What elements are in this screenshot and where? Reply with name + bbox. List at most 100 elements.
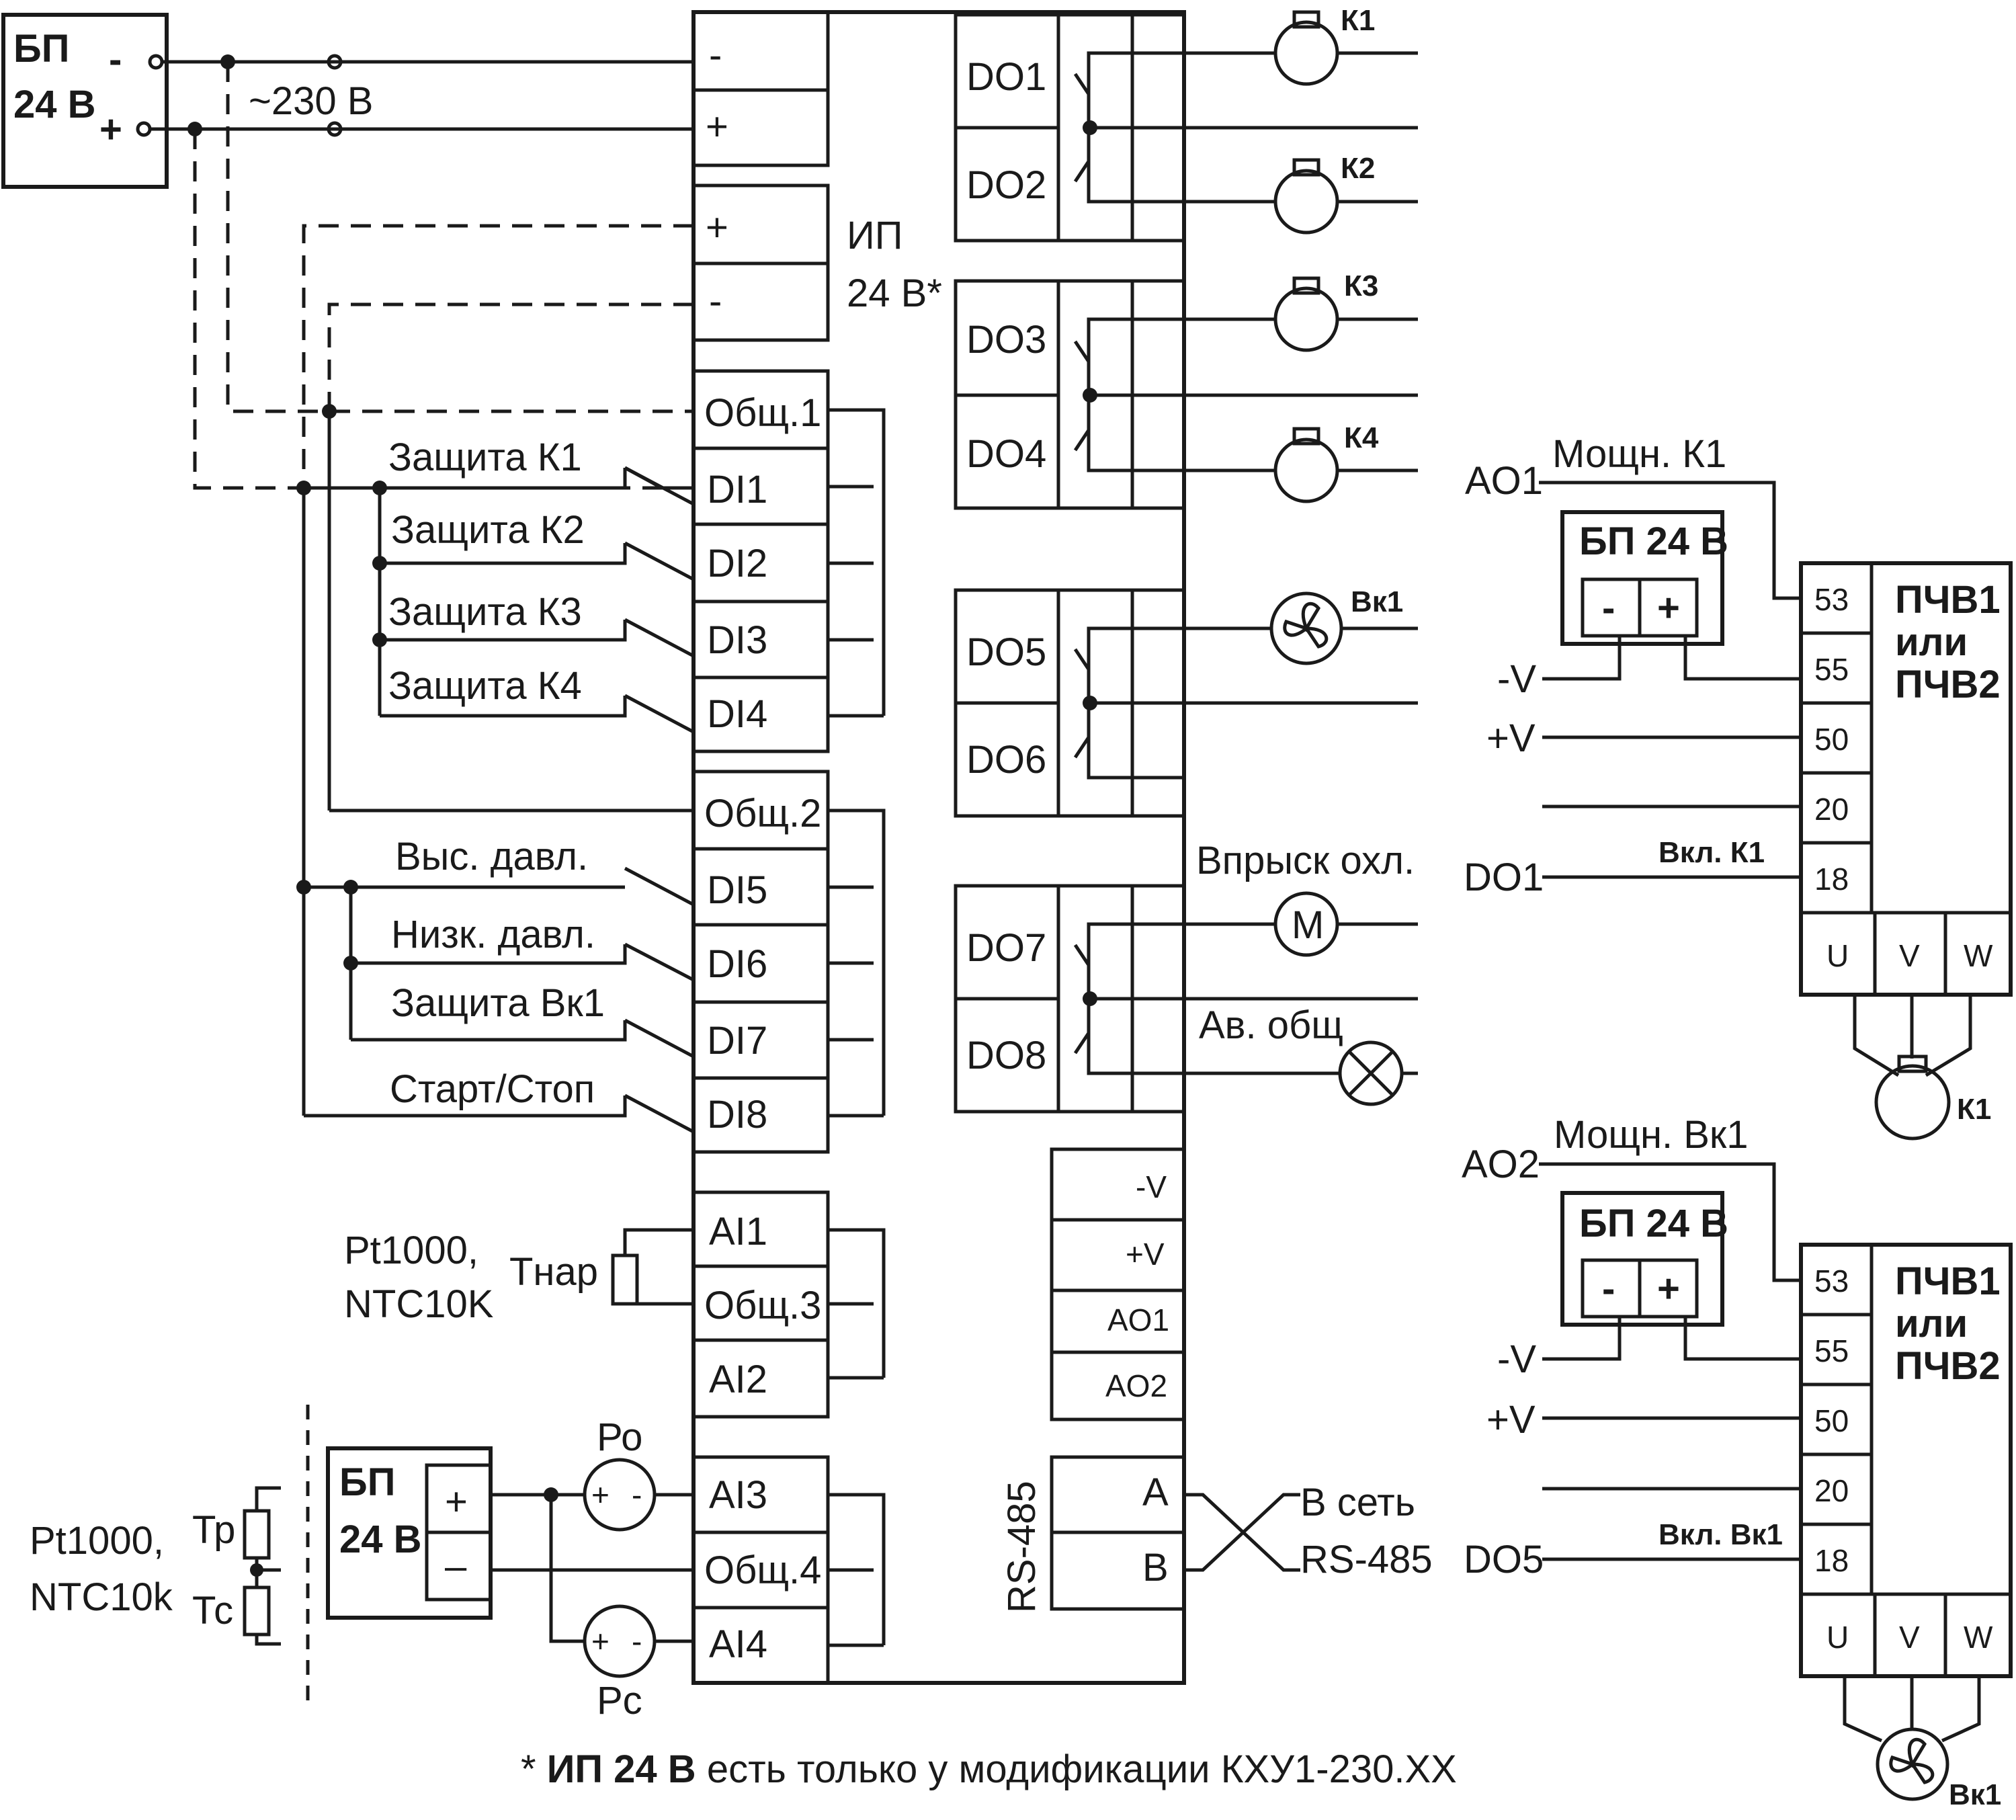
relay-do3: DO3 <box>966 318 1046 362</box>
vfd1-psu-plus: + <box>1657 586 1680 630</box>
main-psu-minus: - <box>109 38 122 81</box>
vfd1-title2: или <box>1895 620 1968 664</box>
injection-label: Впрыск охл. <box>1196 839 1415 882</box>
footnote: * ИП 24 В есть только у модификации КХУ1… <box>521 1747 1457 1791</box>
vfd1-psu-minus: - <box>1602 586 1615 630</box>
vfd1-enable-label: Вкл. К1 <box>1658 836 1765 869</box>
rs485-net-line1: В сеть <box>1300 1481 1415 1524</box>
rs485-label: RS-485 <box>1000 1481 1044 1613</box>
power-minus-terminal: - <box>709 34 722 77</box>
terminal-com4: Общ.4 <box>704 1548 821 1592</box>
terminal-ai1: AI1 <box>709 1210 767 1253</box>
ip-label: ИП <box>847 214 902 257</box>
vfd1-motor-icon <box>1874 1064 1951 1141</box>
rs485-b: B <box>1142 1546 1169 1589</box>
footnote-bold: ИП 24 В <box>547 1747 696 1791</box>
vfd1-minus-v: -V <box>1497 657 1536 701</box>
vfd2-phase-u: U <box>1826 1620 1849 1655</box>
relay-do4: DO4 <box>966 432 1046 476</box>
outdoor-sensor: Pt1000, NTC10K Тнар <box>344 1228 694 1326</box>
footnote-star: * <box>521 1747 547 1791</box>
terminal-com1: Общ.1 <box>704 391 821 435</box>
vfd2-title3: ПЧВ2 <box>1895 1344 2001 1388</box>
terminal-di7: DI7 <box>707 1019 767 1063</box>
vfd1-title3: ПЧВ2 <box>1895 663 2001 706</box>
main-psu: БП 24 В - + <box>1 13 169 189</box>
vfd2-t18: 18 <box>1814 1543 1849 1578</box>
main-psu-voltage: 24 В <box>13 83 96 126</box>
terminal-di6: DI6 <box>707 942 767 986</box>
vfd2-minus-v: -V <box>1497 1337 1536 1381</box>
load-k1-label: К1 <box>1341 4 1375 37</box>
pc-plus: + <box>591 1624 610 1659</box>
relay-block-3: DO5 DO6 <box>954 588 1186 818</box>
vfd1-t53: 53 <box>1814 582 1849 617</box>
relay-do8: DO8 <box>966 1034 1046 1077</box>
load-vk1-label: Вк1 <box>1351 585 1403 618</box>
main-psu-plus: + <box>99 108 122 151</box>
terminal-di5: DI5 <box>707 868 767 912</box>
vfd2-title1: ПЧВ1 <box>1895 1259 2001 1303</box>
terminal-ai3: AI3 <box>709 1473 767 1517</box>
sensor-psu-plus: + <box>445 1480 468 1524</box>
vfd1-t20: 20 <box>1814 792 1849 827</box>
relay-do2: DO2 <box>966 163 1046 207</box>
load-k2-label: К2 <box>1341 152 1375 185</box>
vfd1-plus-v: +V <box>1486 716 1536 760</box>
relay-do6: DO6 <box>966 738 1046 782</box>
relay-block-4: DO7 DO8 <box>954 884 1186 1114</box>
terminal-di8: DI8 <box>707 1093 767 1136</box>
vfd2-phase-w: W <box>1964 1620 1993 1655</box>
vfd2-psu-label: БП 24 В <box>1579 1202 1728 1245</box>
controller: - + + - ИП 24 В* Общ.1 DI1 DI2 DI3 DI4 <box>691 10 1186 1685</box>
relay-loads: К1 К2 К3 К4 Вк1 Впрыск охл. M <box>1184 4 1433 1581</box>
label-di5: Выс. давл. <box>395 835 588 878</box>
rs485-block: A B RS-485 <box>1000 1455 1186 1613</box>
tp-label: Тр <box>192 1508 235 1552</box>
ao-ao1: AO1 <box>1107 1302 1169 1337</box>
vfd2-title2: или <box>1895 1302 1968 1346</box>
vfd2-t50: 50 <box>1814 1403 1849 1438</box>
vfd2-t53: 53 <box>1814 1264 1849 1298</box>
label-di3: Защита К3 <box>388 590 582 634</box>
vfd2-fan-icon <box>1876 1727 1949 1801</box>
tc-label: Тс <box>192 1589 233 1632</box>
vfd1-do-label: DO1 <box>1464 856 1544 899</box>
ao-ao2: AO2 <box>1105 1368 1167 1403</box>
vfd-2: AO2 Мощн. Вк1 БП 24 В - + -V +V DO5 Вкл.… <box>1462 1113 2013 1811</box>
vfd2-do-label: DO5 <box>1464 1538 1544 1581</box>
sensor-psu-voltage: 24 В <box>339 1518 422 1561</box>
valve-motor-m: M <box>1292 903 1324 947</box>
pt-sensor-type1: Pt1000, <box>30 1519 164 1563</box>
vfd1-motor-label: К1 <box>1957 1093 1991 1126</box>
alarm-label: Ав. общ <box>1199 1003 1343 1047</box>
sensor-psu-minus: – <box>445 1544 467 1588</box>
rs485-net-line2: RS-485 <box>1300 1538 1433 1581</box>
ai-sensor-type1: Pt1000, <box>344 1229 478 1272</box>
vfd1-psu-label: БП 24 В <box>1579 520 1728 563</box>
vfd2-t55: 55 <box>1814 1333 1849 1368</box>
fan-blades-icon <box>1283 602 1329 649</box>
tnar-label: Тнар <box>509 1250 598 1294</box>
rs485-a: A <box>1142 1471 1169 1514</box>
vfd2-psu-plus: + <box>1657 1267 1680 1311</box>
label-di7: Защита Вк1 <box>391 981 605 1025</box>
main-psu-label: БП <box>13 27 69 71</box>
ip-minus-terminal: - <box>709 280 722 323</box>
sensor-psu-label: БП <box>339 1460 395 1504</box>
vfd1-t18: 18 <box>1814 862 1849 897</box>
label-di2: Защита К2 <box>391 508 585 552</box>
pressure-sensors: БП 24 В + – + - Ро + - Рс Pt1000, NTC10k… <box>30 1405 694 1723</box>
vfd1-t50: 50 <box>1814 722 1849 757</box>
po-plus: + <box>591 1477 610 1512</box>
terminal-com3: Общ.3 <box>704 1284 821 1327</box>
ai-sensor-type2: NTC10K <box>344 1282 494 1326</box>
ip-voltage: 24 В* <box>847 272 942 315</box>
terminal-ai2: AI2 <box>709 1358 767 1401</box>
ao-minus-v: -V <box>1136 1169 1167 1204</box>
label-di1: Защита К1 <box>388 436 582 479</box>
di-group-1: Общ.1 DI1 DI2 DI3 DI4 <box>691 369 886 753</box>
vfd2-power-label: Мощн. Вк1 <box>1554 1113 1749 1157</box>
vfd1-t55: 55 <box>1814 652 1849 687</box>
